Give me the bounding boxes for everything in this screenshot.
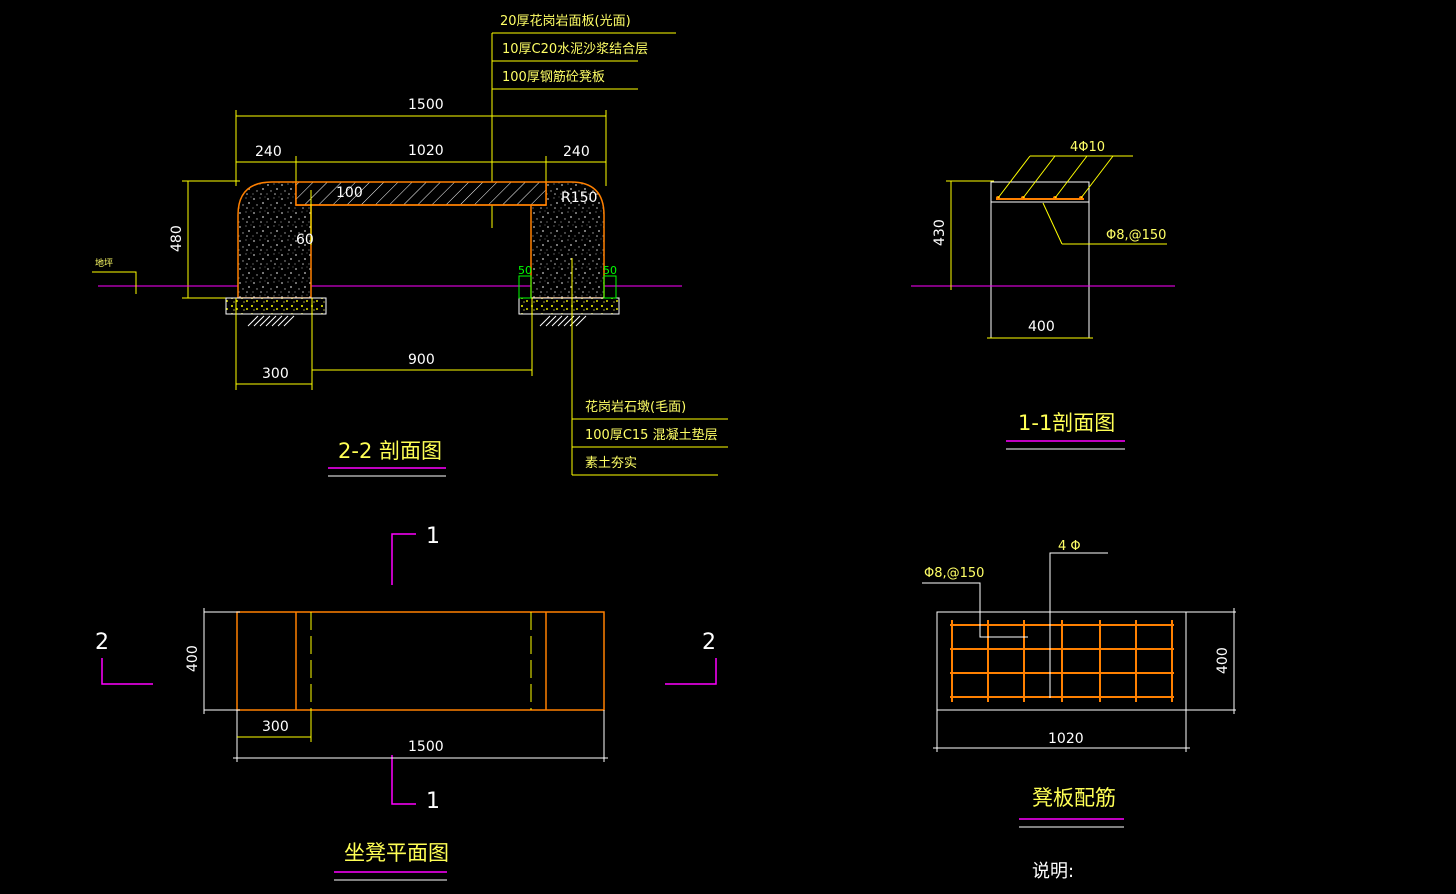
- base-layer-1: 花岗岩石墩(毛面): [585, 399, 686, 415]
- height-dimension: [182, 180, 240, 299]
- dim-plan-total: 1500: [408, 739, 444, 755]
- top-layer-3: 100厚钢筋砼凳板: [502, 69, 605, 85]
- top-layer-2: 10厚C20水泥沙浆结合层: [502, 42, 648, 57]
- cut-mark-2-left: 2: [95, 630, 109, 655]
- rebar-leaders: [997, 155, 1167, 245]
- bench-slab: [295, 181, 547, 206]
- base-layer-2: 100厚C15 混凝土垫层: [585, 427, 718, 443]
- cut-mark-1-top: 1: [426, 524, 440, 549]
- rebar-plan: Φ8,@150 4 Φ 400 1020 凳板配筋: [922, 539, 1236, 828]
- plan-outline: [236, 611, 605, 711]
- ground-leader: [92, 271, 137, 294]
- rebar-plan-outline: [936, 611, 1187, 711]
- ground-label: 地坪: [95, 257, 113, 269]
- base-layer-leader: [571, 258, 728, 476]
- dim-height: 480: [169, 225, 185, 252]
- rebar-plan-side-label: Φ8,@150: [924, 566, 984, 581]
- dim-height-1-1: 430: [932, 219, 948, 246]
- top-layer-1: 20厚花岗岩面板(光面): [500, 13, 631, 29]
- base-layer-3: 素土夯实: [585, 456, 637, 471]
- offset-right-marker: [603, 275, 617, 299]
- top-dimensions: [235, 110, 607, 186]
- section-2-2-title: 2-2 剖面图: [338, 439, 442, 463]
- rebar-grid: [950, 620, 1174, 702]
- dim-middle: 1020: [408, 143, 444, 159]
- cut-mark-2-right: 2: [702, 630, 716, 655]
- notes-label: 说明:: [1032, 861, 1074, 882]
- rebar-top-label: 4Φ10: [1070, 140, 1105, 155]
- dim-total: 1500: [408, 97, 444, 113]
- dim-rebar-width: 1020: [1048, 731, 1084, 747]
- section-1-1-title: 1-1剖面图: [1018, 411, 1115, 435]
- dim-left: 240: [255, 144, 282, 160]
- plan-title: 坐凳平面图: [344, 841, 449, 865]
- bottom-dimensions: [235, 298, 533, 390]
- dim-plan-depth: 400: [185, 645, 201, 672]
- section-1-1: 4Φ10 Φ8,@150 430 400 1-1剖面图: [911, 140, 1175, 450]
- dim-radius: R150: [561, 190, 597, 206]
- dim-base: 300: [262, 366, 289, 382]
- soil-hatch: [247, 315, 587, 327]
- slab-outline: [990, 181, 1090, 203]
- dim-slab: 100: [336, 185, 363, 201]
- rebar-plan-title: 凳板配筋: [1032, 786, 1116, 810]
- dim-plan-base: 300: [262, 719, 289, 735]
- section-2-2: 20厚花岗岩面板(光面) 10厚C20水泥沙浆结合层 100厚钢筋砼凳板 150…: [92, 13, 728, 477]
- dim-inner: 60: [296, 232, 314, 248]
- right-footing: [518, 297, 620, 315]
- plan-view: 1 1 2 2 400 300 1500 坐凳平面图: [95, 524, 717, 881]
- dim-right: 240: [563, 144, 590, 160]
- offset-left-marker: [518, 275, 532, 299]
- rebar-side-label: Φ8,@150: [1106, 228, 1166, 243]
- cut-mark-1-bottom: 1: [426, 789, 440, 814]
- dim-offset-left: 50: [518, 264, 532, 277]
- left-footing: [225, 297, 327, 315]
- dim-rebar-depth: 400: [1215, 647, 1231, 674]
- dim-width-1-1: 400: [1028, 319, 1055, 335]
- rebar-plan-top-label: 4 Φ: [1058, 539, 1081, 554]
- dim-offset-right: 50: [603, 264, 617, 277]
- dim-gap: 900: [408, 352, 435, 368]
